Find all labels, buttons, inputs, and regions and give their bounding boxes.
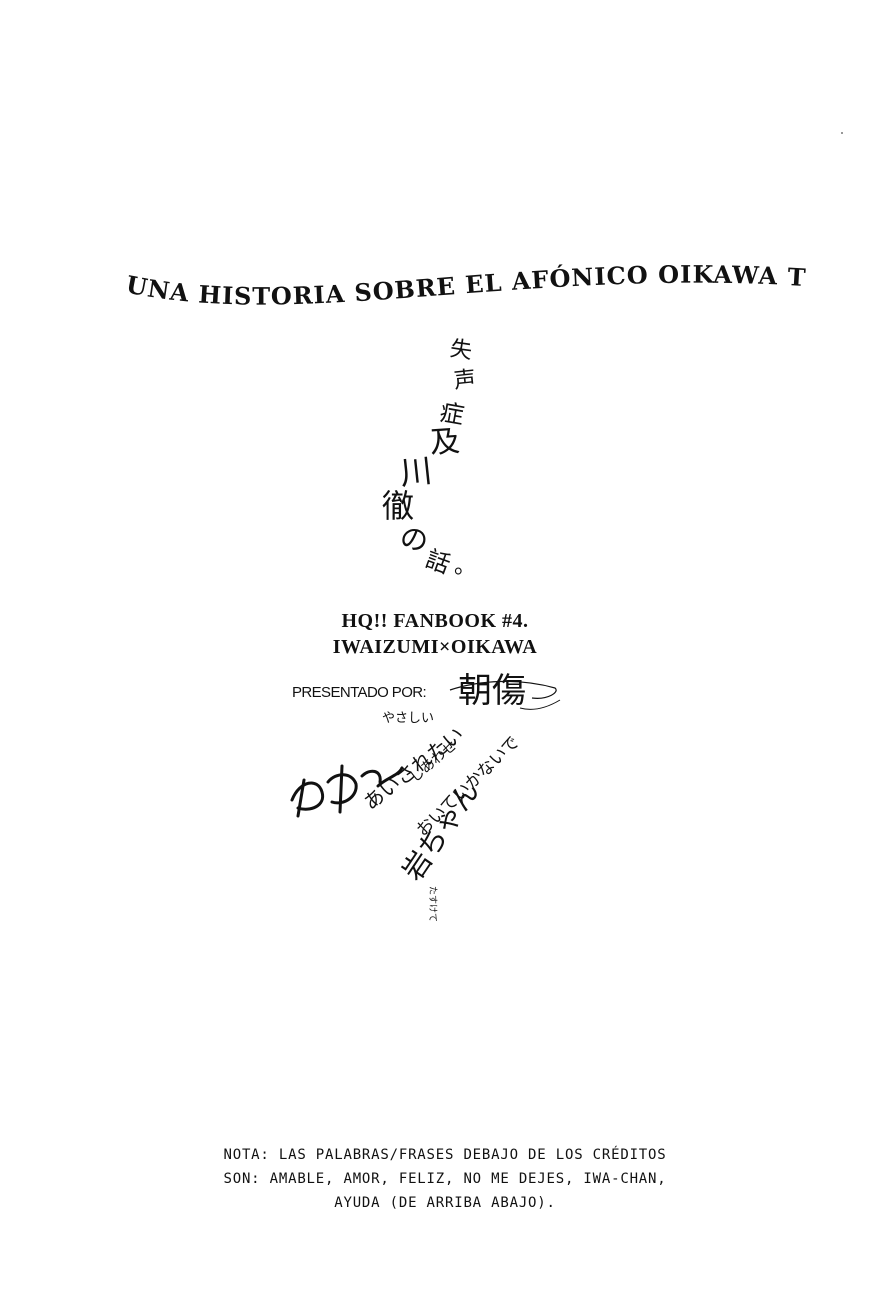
jp-char-4: 及 xyxy=(428,423,462,462)
word-yasashii: やさしい xyxy=(382,711,434,726)
handwritten-credits: 朝傷 やさしい あいされたい しあわせ おいていかないで 岩ちゃん たすけて xyxy=(290,671,561,922)
note-line-1: NOTA: LAS PALABRAS/FRASES DEBAJO DE LOS … xyxy=(223,1147,667,1163)
note-line-2: SON: AMABLE, AMOR, FELIZ, NO ME DEJES, I… xyxy=(223,1171,667,1187)
word-iwachan: 岩ちゃん xyxy=(396,775,486,886)
curved-title-text: UNA HISTORIA SOBRE EL AFÓNICO OIKAWA TOO… xyxy=(0,0,806,311)
japanese-vertical-title: 失 声 症 及 川 徹 の 話 。 xyxy=(360,336,490,590)
jp-char-8: 話 xyxy=(421,544,455,580)
jp-char-5: 川 xyxy=(398,451,434,493)
scribble-strokes xyxy=(290,764,404,818)
note-block: NOTA: LAS PALABRAS/FRASES DEBAJO DE LOS … xyxy=(160,1143,730,1215)
author-signature-text: 朝傷 xyxy=(458,671,526,711)
word-tasukete: たすけて xyxy=(427,886,438,922)
presented-label: PRESENTADO POR: xyxy=(292,684,427,701)
jp-char-6: 徹 xyxy=(382,487,415,525)
svg-text:UNA HISTORIA SOBRE EL AFÓNICO: UNA HISTORIA SOBRE EL AFÓNICO OIKAWA TOO… xyxy=(0,0,807,311)
scan-speck xyxy=(841,132,843,134)
fanbook-pairing: IWAIZUMI×OIKAWA xyxy=(332,636,538,658)
jp-char-7: の xyxy=(396,520,432,559)
fanbook-block: HQ!! FANBOOK #4. IWAIZUMI×OIKAWA xyxy=(300,608,570,660)
author-signature: 朝傷 xyxy=(449,671,561,711)
fanbook-title: HQ!! FANBOOK #4. xyxy=(341,610,529,632)
jp-char-1: 失 xyxy=(448,336,474,365)
note-line-3: AYUDA (DE ARRIBA ABAJO). xyxy=(334,1195,556,1211)
jp-char-2: 声 xyxy=(452,366,478,395)
jp-char-9: 。 xyxy=(454,554,477,579)
